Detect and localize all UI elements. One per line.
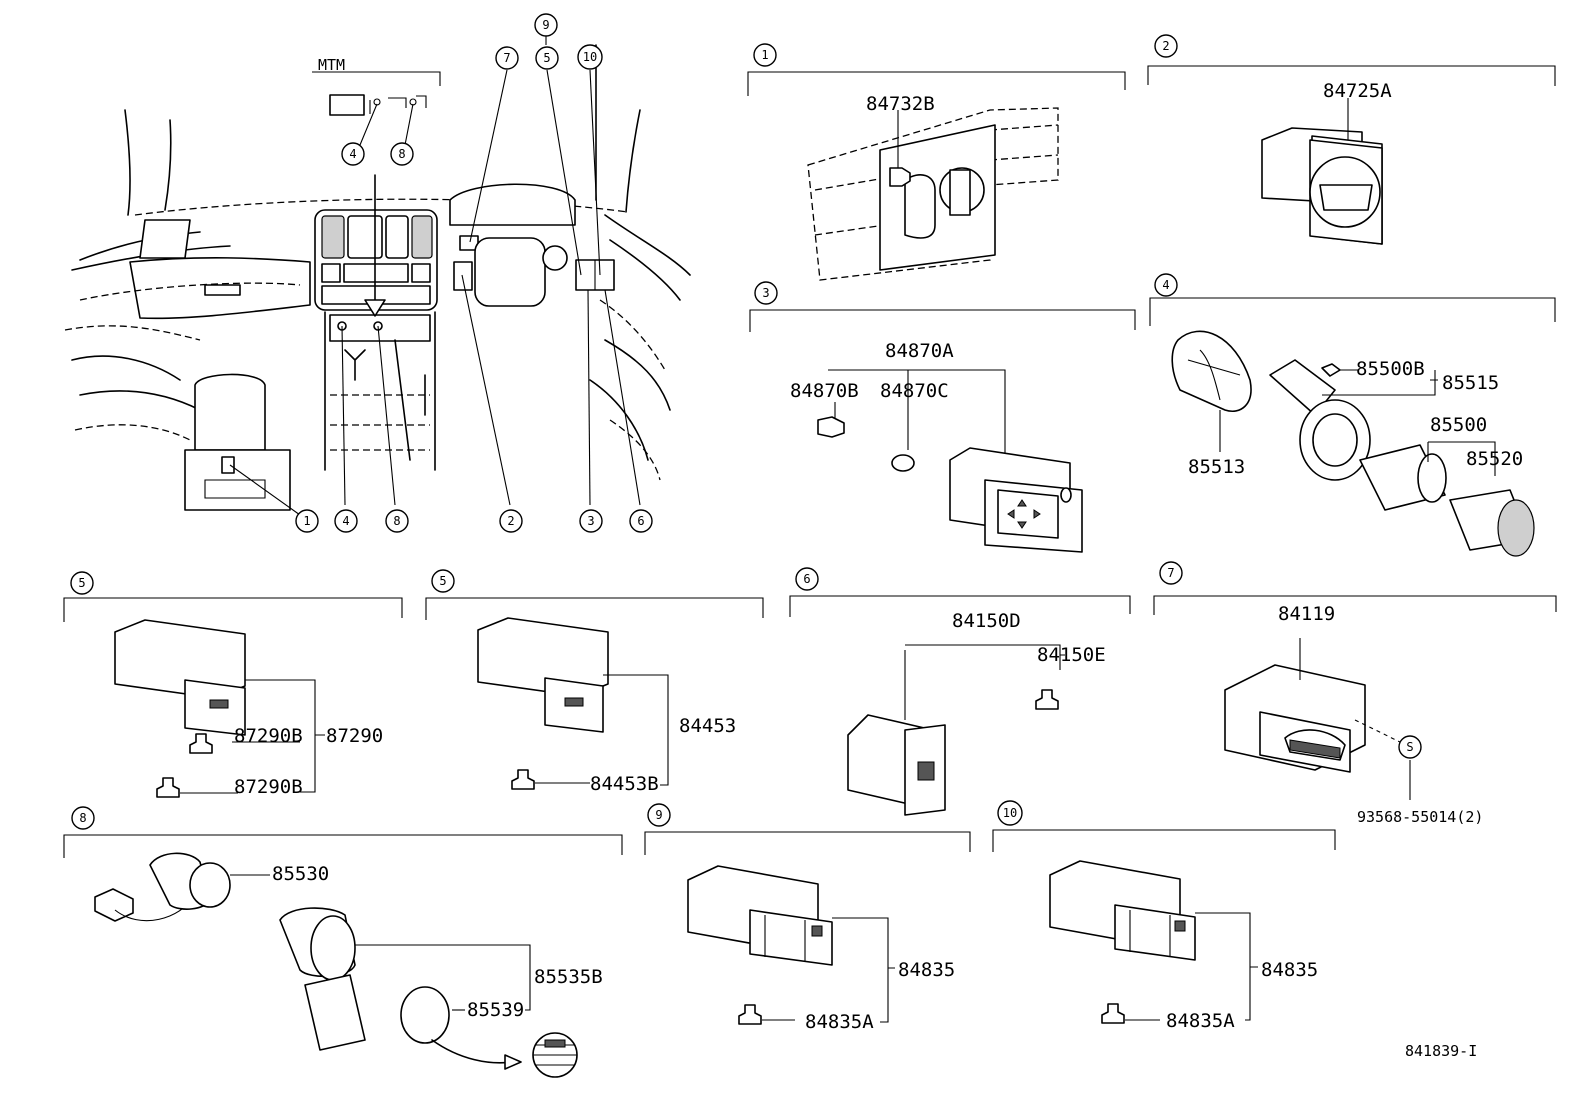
screw-symbol: S xyxy=(1398,735,1422,759)
part-label: 84835 xyxy=(898,959,955,981)
section-callout-3: 3 xyxy=(754,281,778,305)
callout-6: 6 xyxy=(629,509,653,533)
section-2-dimmer-switch xyxy=(1147,65,1556,245)
callout-5: 5 xyxy=(535,46,559,70)
callout-8-mtm: 8 xyxy=(390,142,414,166)
svg-text:9: 9 xyxy=(655,808,662,822)
callout-7: 7 xyxy=(495,46,519,70)
mtm-label: MTM xyxy=(318,56,345,74)
part-label: 84870A xyxy=(885,340,954,362)
svg-text:S: S xyxy=(1406,740,1413,754)
svg-text:4: 4 xyxy=(349,147,356,161)
svg-text:7: 7 xyxy=(1167,566,1174,580)
svg-text:8: 8 xyxy=(393,514,400,528)
callout-10: 10 xyxy=(577,44,603,70)
svg-text:10: 10 xyxy=(1003,806,1017,820)
callout-3: 3 xyxy=(579,509,603,533)
svg-text:2: 2 xyxy=(507,514,514,528)
part-label: 85500B xyxy=(1356,358,1425,380)
section-8-lighter-socket xyxy=(63,834,623,1078)
section-callout-5a: 5 xyxy=(70,571,94,595)
svg-text:8: 8 xyxy=(398,147,405,161)
section-callout-1: 1 xyxy=(753,43,777,67)
part-label: 84835 xyxy=(1261,959,1318,981)
svg-text:5: 5 xyxy=(543,51,550,65)
callout-8: 8 xyxy=(385,509,409,533)
part-label: 84870B xyxy=(790,380,859,402)
svg-text:3: 3 xyxy=(762,286,769,300)
svg-text:6: 6 xyxy=(637,514,644,528)
part-label: 84150E xyxy=(1037,644,1106,666)
section-callout-10: 10 xyxy=(997,800,1023,826)
part-label: 85500 xyxy=(1430,414,1487,436)
diagram-id: 841839-I xyxy=(1405,1042,1477,1060)
section-callout-5b: 5 xyxy=(431,569,455,593)
svg-text:3: 3 xyxy=(587,514,594,528)
callout-9: 9 xyxy=(534,13,558,37)
part-label: 84870C xyxy=(880,380,949,402)
section-3-mirror-switch xyxy=(749,309,1136,553)
callout-4-mtm: 4 xyxy=(341,142,365,166)
callout-2: 2 xyxy=(499,509,523,533)
svg-text:2: 2 xyxy=(1162,39,1169,53)
svg-text:4: 4 xyxy=(1162,278,1169,292)
part-labels: 84732B 84725A 84870A 84870B 84870C 85500… xyxy=(234,80,1523,1060)
part-label: 85539 xyxy=(467,999,524,1021)
part-label: 85535B xyxy=(534,966,603,988)
part-label: 84725A xyxy=(1323,80,1392,102)
svg-text:4: 4 xyxy=(342,514,349,528)
part-label: 85530 xyxy=(272,863,329,885)
section-9-switch xyxy=(644,831,971,1025)
section-7-clock xyxy=(1153,595,1557,800)
dashboard-overview: MTM xyxy=(64,26,691,516)
callout-markers: 1 4 8 2 3 6 4 8 7 9 5 10 1 2 3 4 5 5 6 7… xyxy=(70,13,1422,830)
part-label: 85515 xyxy=(1442,372,1499,394)
section-4-cigarette-lighter xyxy=(1149,297,1556,557)
section-callout-4: 4 xyxy=(1154,273,1178,297)
section-callout-9: 9 xyxy=(647,803,671,827)
callout-1: 1 xyxy=(295,509,319,533)
svg-text:9: 9 xyxy=(542,18,549,32)
part-label: 85513 xyxy=(1188,456,1245,478)
svg-text:8: 8 xyxy=(79,811,86,825)
part-label: 84835A xyxy=(805,1011,874,1033)
section-6-window-switch xyxy=(789,595,1131,816)
svg-text:1: 1 xyxy=(303,514,310,528)
part-label: 85520 xyxy=(1466,448,1523,470)
callout-4: 4 xyxy=(334,509,358,533)
svg-text:10: 10 xyxy=(583,50,597,64)
section-5-seat-heater-switch xyxy=(425,597,764,790)
svg-text:5: 5 xyxy=(78,576,85,590)
section-callout-2: 2 xyxy=(1154,34,1178,58)
section-callout-8: 8 xyxy=(71,806,95,830)
part-label: 84453B xyxy=(590,773,659,795)
svg-text:6: 6 xyxy=(803,572,810,586)
section-callout-6: 6 xyxy=(795,567,819,591)
part-label: 84150D xyxy=(952,610,1021,632)
part-label: 93568-55014(2) xyxy=(1357,808,1483,826)
part-label: 84119 xyxy=(1278,603,1335,625)
part-label: 84732B xyxy=(866,93,935,115)
part-label: 84453 xyxy=(679,715,736,737)
svg-text:7: 7 xyxy=(503,51,510,65)
svg-text:1: 1 xyxy=(761,48,768,62)
section-1-panel-light-switch xyxy=(747,71,1126,281)
part-label: 87290B xyxy=(234,725,303,747)
part-label: 84835A xyxy=(1166,1010,1235,1032)
section-callout-7: 7 xyxy=(1159,561,1183,585)
part-label: 87290B xyxy=(234,776,303,798)
svg-text:5: 5 xyxy=(439,574,446,588)
section-5-fog-switch xyxy=(63,597,403,798)
part-label: 87290 xyxy=(326,725,383,747)
section-10-switch xyxy=(992,829,1336,1024)
